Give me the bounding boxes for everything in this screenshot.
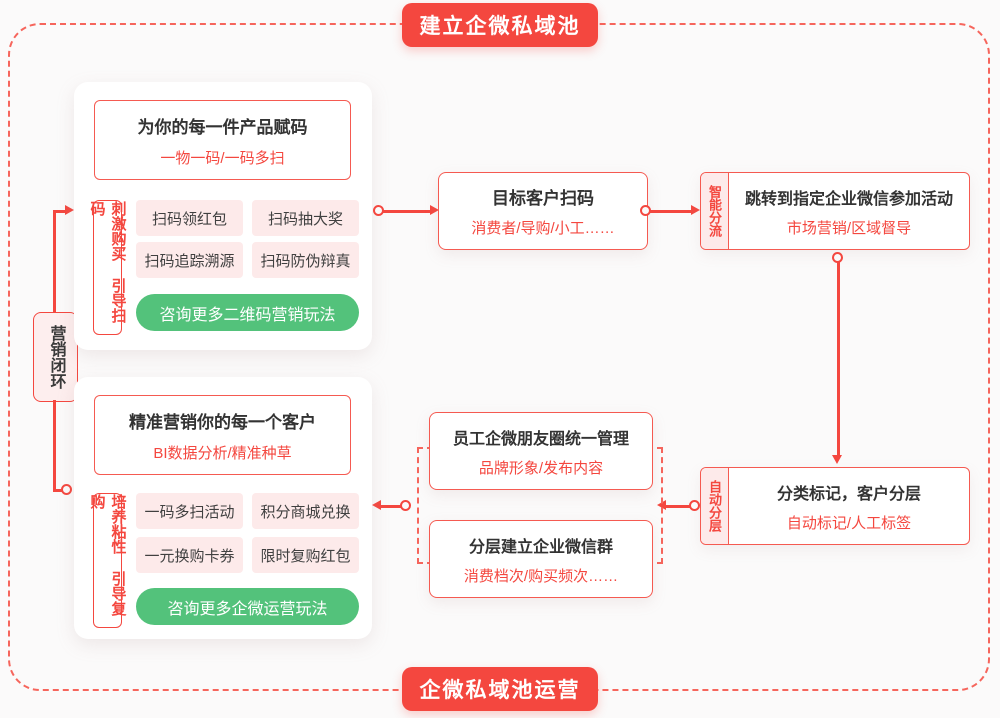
moments-management-node: 员工企微朋友圈统一管理 品牌形象/发布内容 <box>429 412 653 490</box>
scan-node: 目标客户扫码 消费者/导购/小工…… <box>438 172 648 250</box>
ops-card-header: 精准营销你的每一个客户 BI数据分析/精准种草 <box>94 395 351 475</box>
loop-connector-bottom-vline <box>53 400 56 490</box>
connector-scan-to-route-line <box>649 210 693 213</box>
qr-consult-button[interactable]: 咨询更多二维码营销玩法 <box>136 294 359 331</box>
qr-card-subtitle: 一物一码/一码多扫 <box>160 149 285 167</box>
arrow-right-icon <box>691 205 700 215</box>
ops-consult-button[interactable]: 咨询更多企微运营玩法 <box>136 588 359 625</box>
connector-group-to-ops-line <box>380 505 401 508</box>
qr-tactic-trace: 扫码追踪溯源 <box>136 242 243 278</box>
bottom-banner: 企微私域池运营 <box>402 667 598 711</box>
connector-dot-icon <box>61 484 72 495</box>
scan-node-subtitle: 消费者/导购/小工…… <box>471 220 615 237</box>
route-node-subtitle: 市场营销/区域督导 <box>786 219 912 237</box>
layer-node-body: 分类标记，客户分层 自动标记/人工标签 <box>729 468 969 544</box>
arrow-right-icon <box>65 205 74 215</box>
qr-tactic-anti-fake: 扫码防伪辩真 <box>252 242 359 278</box>
ops-card-title: 精准营销你的每一个客户 <box>129 412 316 432</box>
qr-card-header: 为你的每一件产品赋码 一物一码/一码多扫 <box>94 100 351 180</box>
loop-connector-bottom-hline <box>53 489 63 492</box>
layer-node: 自动分层 分类标记，客户分层 自动标记/人工标签 <box>700 467 970 545</box>
qr-tactic-red-packet: 扫码领红包 <box>136 200 243 236</box>
ops-card-subtitle: BI数据分析/精准种草 <box>153 444 292 462</box>
qr-card-title: 为你的每一件产品赋码 <box>137 117 308 137</box>
connector-route-to-layer-line <box>837 262 840 456</box>
top-banner: 建立企微私域池 <box>402 3 598 47</box>
qr-tactic-lucky-draw: 扫码抽大奖 <box>252 200 359 236</box>
connector-dot-icon <box>689 500 700 511</box>
arrow-down-icon <box>832 455 842 464</box>
connector-dot-icon <box>400 500 411 511</box>
qr-marketing-card: 为你的每一件产品赋码 一物一码/一码多扫 刺激购买 引导扫码 扫码领红包 扫码抽… <box>74 82 372 350</box>
route-strip-label: 智能分流 <box>701 173 729 249</box>
wechat-group-node-title: 分层建立企业微信群 <box>468 538 613 556</box>
loop-connector-top-hline <box>53 210 67 213</box>
ops-tactic-coupon: 一元换购卡券 <box>136 537 243 573</box>
route-node-title: 跳转到指定企业微信参加活动 <box>744 190 953 208</box>
wechat-group-node-subtitle: 消费档次/购买频次…… <box>463 567 619 585</box>
layer-strip-label: 自动分层 <box>701 468 729 544</box>
route-node: 智能分流 跳转到指定企业微信参加活动 市场营销/区域督导 <box>700 172 970 250</box>
connector-layer-to-group-line <box>665 505 690 508</box>
loop-connector-top-vline <box>53 210 56 313</box>
connector-qr-to-scan-line <box>382 210 432 213</box>
layer-node-title: 分类标记，客户分层 <box>776 485 921 503</box>
wechat-group-node: 分层建立企业微信群 消费档次/购买频次…… <box>429 520 653 598</box>
arrow-right-icon <box>430 205 439 215</box>
ops-tactic-multi-scan: 一码多扫活动 <box>136 493 243 529</box>
ops-tactic-points-mall: 积分商城兑换 <box>252 493 359 529</box>
moments-node-title: 员工企微朋友圈统一管理 <box>452 430 629 448</box>
layer-node-subtitle: 自动标记/人工标签 <box>786 514 912 532</box>
route-node-body: 跳转到指定企业微信参加活动 市场营销/区域督导 <box>729 173 969 249</box>
scan-node-title: 目标客户扫码 <box>492 189 594 208</box>
marketing-loop-label: 营销闭环 <box>33 312 78 402</box>
moments-node-subtitle: 品牌形象/发布内容 <box>478 459 604 477</box>
ops-side-label: 培养粘性 引导复购 <box>89 493 127 628</box>
ops-tactic-repurchase: 限时复购红包 <box>252 537 359 573</box>
arrow-left-icon <box>372 500 381 510</box>
qr-side-label: 刺激购买 引导扫码 <box>89 200 127 335</box>
ops-marketing-card: 精准营销你的每一个客户 BI数据分析/精准种草 培养粘性 引导复购 一码多扫活动… <box>74 377 372 639</box>
